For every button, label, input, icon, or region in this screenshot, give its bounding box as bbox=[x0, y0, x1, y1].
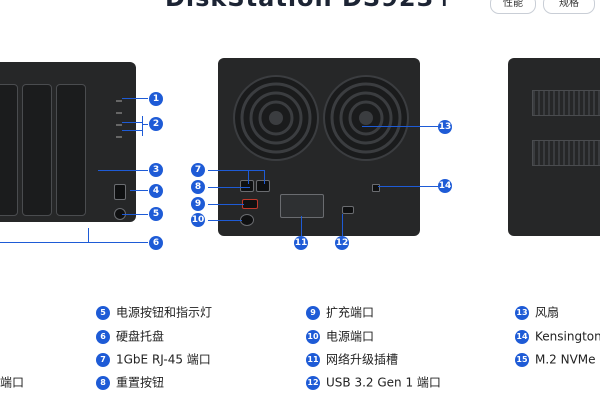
nas-back-view bbox=[218, 58, 420, 236]
callout-7: 7 bbox=[191, 163, 205, 177]
callout-2: 2 bbox=[149, 117, 163, 131]
callout-13: 13 bbox=[438, 120, 452, 134]
fan-right-icon bbox=[323, 75, 409, 161]
nas-side-view bbox=[508, 58, 600, 236]
drive-tray bbox=[0, 84, 18, 216]
fan-left-icon bbox=[233, 75, 319, 161]
callout-9: 9 bbox=[191, 197, 205, 211]
callout-8: 8 bbox=[191, 180, 205, 194]
nas-front-view bbox=[0, 62, 136, 222]
status-leds bbox=[116, 100, 122, 160]
rj45-port-2 bbox=[256, 180, 270, 192]
page-title: DiskStation DS923+ bbox=[165, 0, 455, 12]
expansion-port bbox=[242, 199, 258, 209]
front-usb-port bbox=[114, 184, 126, 200]
callout-6: 6 bbox=[149, 236, 163, 250]
drive-tray bbox=[56, 84, 86, 216]
rear-usb-port bbox=[342, 206, 354, 214]
header: DiskStation DS923+ 性能 规格 bbox=[0, 0, 600, 16]
performance-button[interactable]: 性能 bbox=[490, 0, 536, 14]
drive-tray bbox=[22, 84, 52, 216]
callout-1: 1 bbox=[149, 92, 163, 106]
callout-10: 10 bbox=[191, 213, 205, 227]
m2-slot-bottom bbox=[532, 140, 600, 166]
callout-12: 12 bbox=[335, 236, 349, 250]
legend-item: 端口 bbox=[0, 375, 25, 390]
kensington-slot bbox=[372, 184, 380, 192]
rj45-port-1 bbox=[240, 180, 254, 192]
callout-4: 4 bbox=[149, 184, 163, 198]
specs-button[interactable]: 规格 bbox=[543, 0, 595, 14]
callout-14: 14 bbox=[438, 179, 452, 193]
callout-3: 3 bbox=[149, 163, 163, 177]
callout-5: 5 bbox=[149, 207, 163, 221]
m2-slot-top bbox=[532, 90, 600, 116]
power-port bbox=[240, 214, 254, 226]
network-upgrade-slot bbox=[280, 194, 324, 218]
callout-11: 11 bbox=[294, 236, 308, 250]
